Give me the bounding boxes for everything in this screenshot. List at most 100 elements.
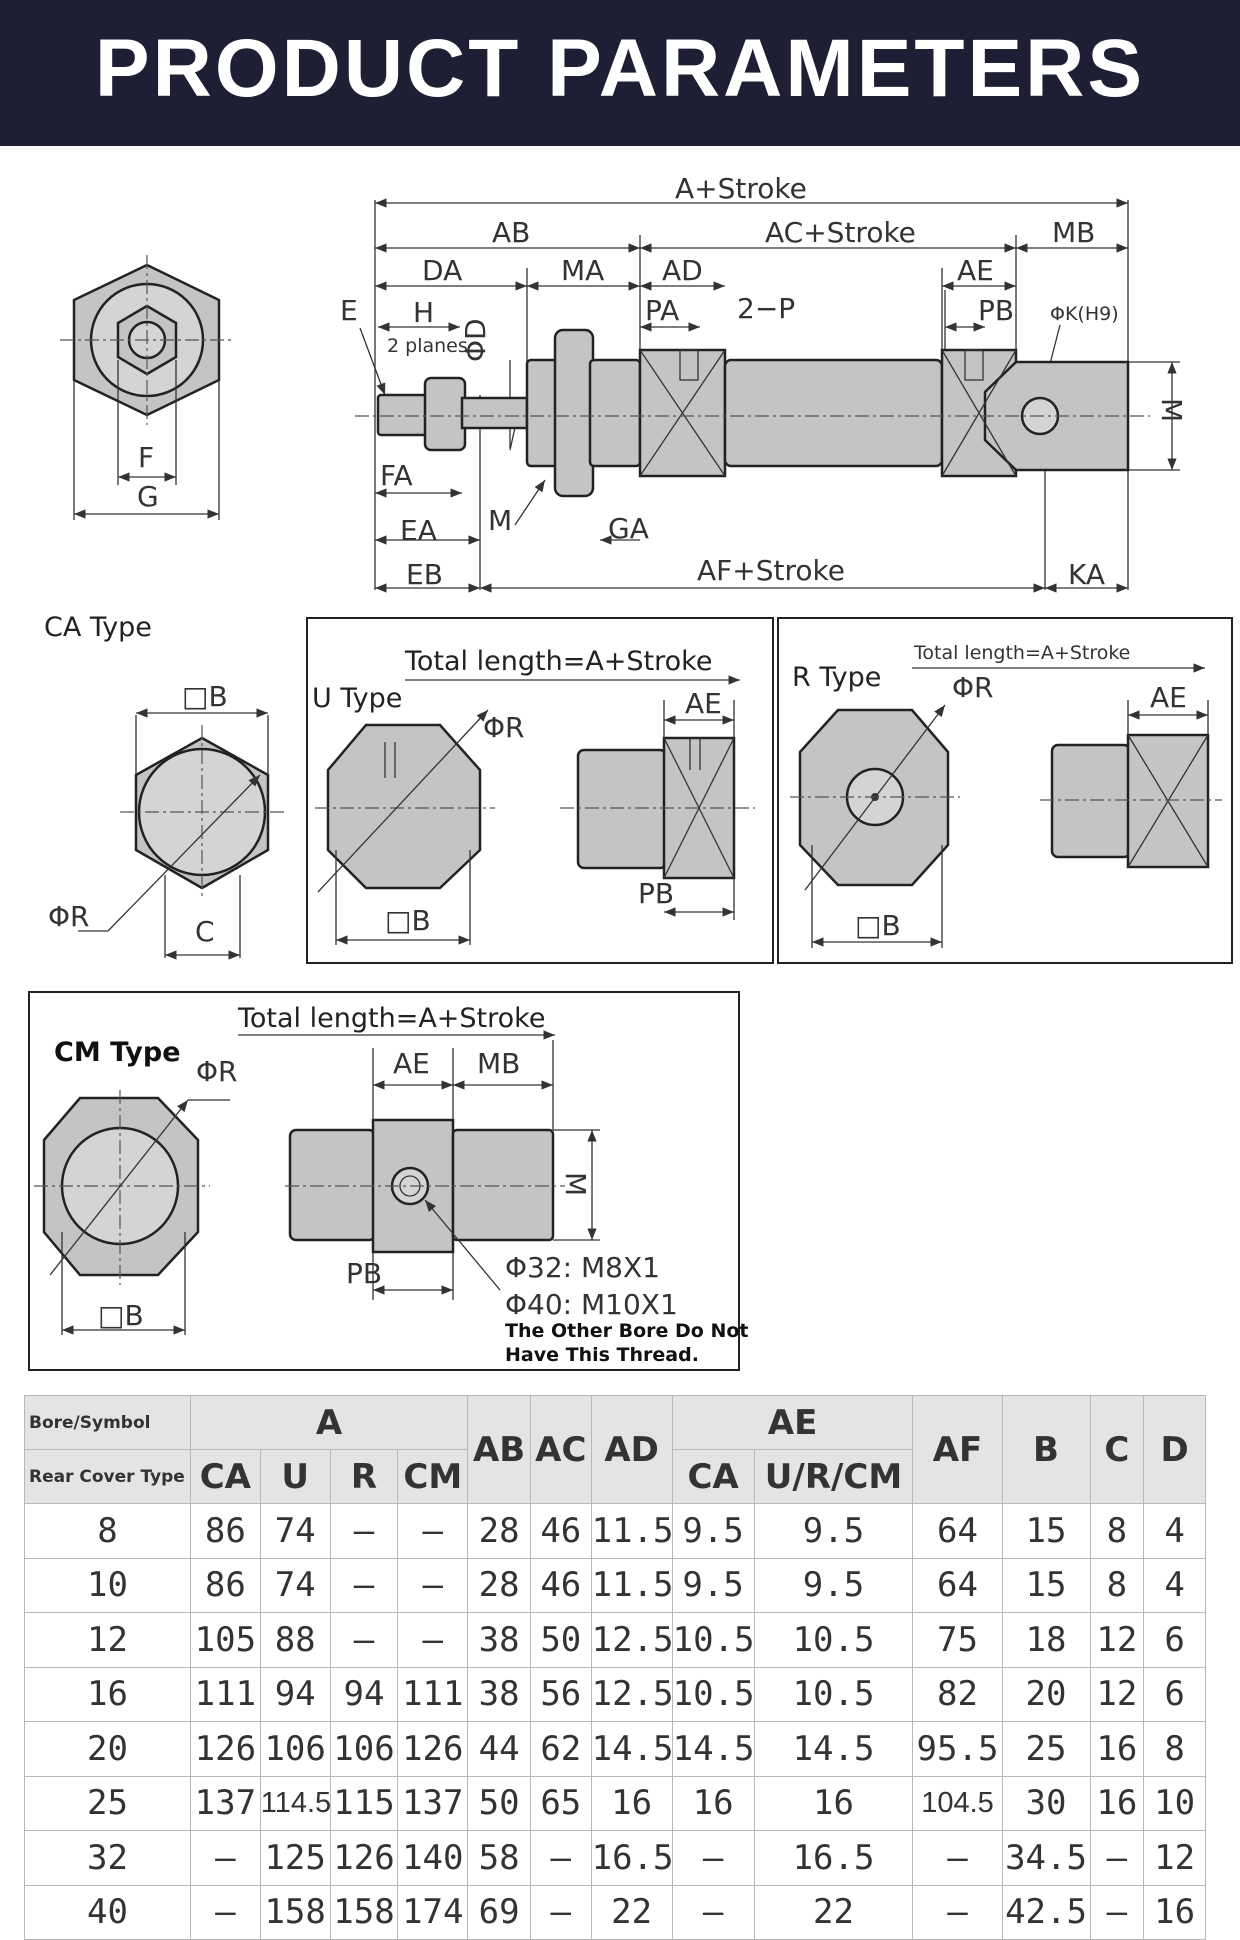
- r-type-total-length: Total length=A+Stroke: [913, 642, 1130, 664]
- table-cell: 15: [1001, 1503, 1091, 1559]
- cm-dim-mb: MB: [477, 1047, 520, 1080]
- table-cell: –: [912, 1830, 1003, 1886]
- dim-a-stroke: A+Stroke: [675, 172, 807, 205]
- cylinder-side-view: [355, 198, 1180, 593]
- table-cell: 11.5: [590, 1557, 673, 1613]
- dim-ac-stroke: AC+Stroke: [765, 216, 916, 249]
- table-cell: 126: [329, 1830, 399, 1886]
- bore-size-cell: 16: [24, 1666, 191, 1722]
- table-cell: 9.5: [671, 1557, 755, 1613]
- header-ad: AD: [590, 1395, 673, 1504]
- table-cell: 50: [467, 1775, 531, 1831]
- table-cell: 9.5: [671, 1503, 755, 1559]
- table-cell: 14.5: [753, 1721, 914, 1777]
- dim-ga: GA: [608, 512, 649, 545]
- cm-thread-32: Φ32: M8X1: [505, 1251, 660, 1284]
- table-cell: 16.5: [590, 1830, 673, 1886]
- table-cell: 158: [259, 1884, 331, 1940]
- table-cell: 11.5: [590, 1503, 673, 1559]
- bore-size-cell: 8: [24, 1503, 191, 1559]
- table-cell: 6: [1143, 1612, 1206, 1668]
- dim-two-p: 2−P: [737, 292, 795, 325]
- header-c: C: [1089, 1395, 1145, 1504]
- dim-m-thread: M: [488, 504, 512, 537]
- table-cell: –: [1089, 1830, 1145, 1886]
- dim-pa: PA: [645, 294, 679, 327]
- table-cell: 69: [467, 1884, 531, 1940]
- ca-dim-c: C: [195, 915, 215, 948]
- table-cell: 28: [467, 1557, 531, 1613]
- r-dim-ae: AE: [1150, 681, 1187, 714]
- table-cell: –: [329, 1612, 399, 1668]
- bore-size-cell: 32: [24, 1830, 191, 1886]
- table-cell: 74: [259, 1503, 331, 1559]
- dim-ab: AB: [492, 216, 530, 249]
- table-cell: 125: [259, 1830, 331, 1886]
- table-cell: 86: [189, 1557, 261, 1613]
- header-af: AF: [912, 1395, 1003, 1504]
- table-cell: –: [189, 1830, 261, 1886]
- header-rear-cover-type: Rear Cover Type: [24, 1449, 191, 1504]
- dim-g: G: [137, 480, 159, 513]
- bore-size-cell: 20: [24, 1721, 191, 1777]
- table-cell: 62: [529, 1721, 592, 1777]
- table-cell: 106: [259, 1721, 331, 1777]
- dim-ad: AD: [662, 254, 703, 287]
- header-a-u: U: [259, 1449, 331, 1504]
- table-cell: 94: [259, 1666, 331, 1722]
- dimension-table: Bore/Symbol A AB AC AD AE AF B C D Rear …: [24, 1395, 1206, 1940]
- table-cell: 4: [1143, 1503, 1206, 1559]
- u-type-drawing: [315, 675, 755, 945]
- table-cell: –: [912, 1884, 1003, 1940]
- table-cell: 94: [329, 1666, 399, 1722]
- table-cell: 46: [529, 1557, 592, 1613]
- dim-da: DA: [422, 254, 462, 287]
- table-cell: 88: [259, 1612, 331, 1668]
- table-cell: 44: [467, 1721, 531, 1777]
- table-cell: 38: [467, 1666, 531, 1722]
- table-cell: 86: [189, 1503, 261, 1559]
- bore-size-cell: 40: [24, 1884, 191, 1940]
- r-type-drawing: [790, 663, 1222, 948]
- table-cell: 30: [1001, 1775, 1091, 1831]
- cm-thread-40: Φ40: M10X1: [505, 1288, 678, 1321]
- header-a-r: R: [329, 1449, 399, 1504]
- table-cell: –: [671, 1830, 755, 1886]
- table-cell: 126: [397, 1721, 469, 1777]
- technical-drawings: A+Stroke AB AC+Stroke MB DA MA AD AE E H…: [28, 172, 1233, 1371]
- u-dim-ae: AE: [685, 687, 722, 720]
- dim-ma: MA: [561, 254, 604, 287]
- table-cell: 10.5: [753, 1612, 914, 1668]
- table-header-row-2: Rear Cover Type CA U R CM CA U/R/CM: [24, 1449, 1206, 1504]
- ca-dim-phi-r: ΦR: [48, 900, 90, 933]
- cm-dim-ae: AE: [393, 1047, 430, 1080]
- table-cell: –: [397, 1557, 469, 1613]
- table-cell: 15: [1001, 1557, 1091, 1613]
- dim-eb: EB: [406, 558, 443, 591]
- dim-mb: MB: [1052, 216, 1095, 249]
- table-cell: 16: [753, 1775, 914, 1831]
- header-ae-urcm: U/R/CM: [753, 1449, 914, 1504]
- dim-two-planes: 2 planes: [387, 335, 468, 357]
- r-dim-b: □B: [855, 909, 901, 942]
- cylinder-front-view: [60, 255, 235, 520]
- table-cell: 64: [912, 1557, 1003, 1613]
- table-cell: –: [671, 1884, 755, 1940]
- table-cell: 111: [189, 1666, 261, 1722]
- table-cell: 10.5: [753, 1666, 914, 1722]
- dim-pb: PB: [978, 294, 1014, 327]
- u-type-panel: [306, 617, 774, 964]
- cm-dim-m: M: [559, 1172, 592, 1196]
- u-dim-phi-r: ΦR: [483, 711, 525, 744]
- cm-type-total-length: Total length=A+Stroke: [237, 1003, 545, 1034]
- header-a: A: [189, 1395, 469, 1450]
- table-cell: 8: [1143, 1721, 1206, 1777]
- dim-ae: AE: [957, 254, 994, 287]
- header-a-ca: CA: [189, 1449, 261, 1504]
- table-cell: 12.5: [590, 1612, 673, 1668]
